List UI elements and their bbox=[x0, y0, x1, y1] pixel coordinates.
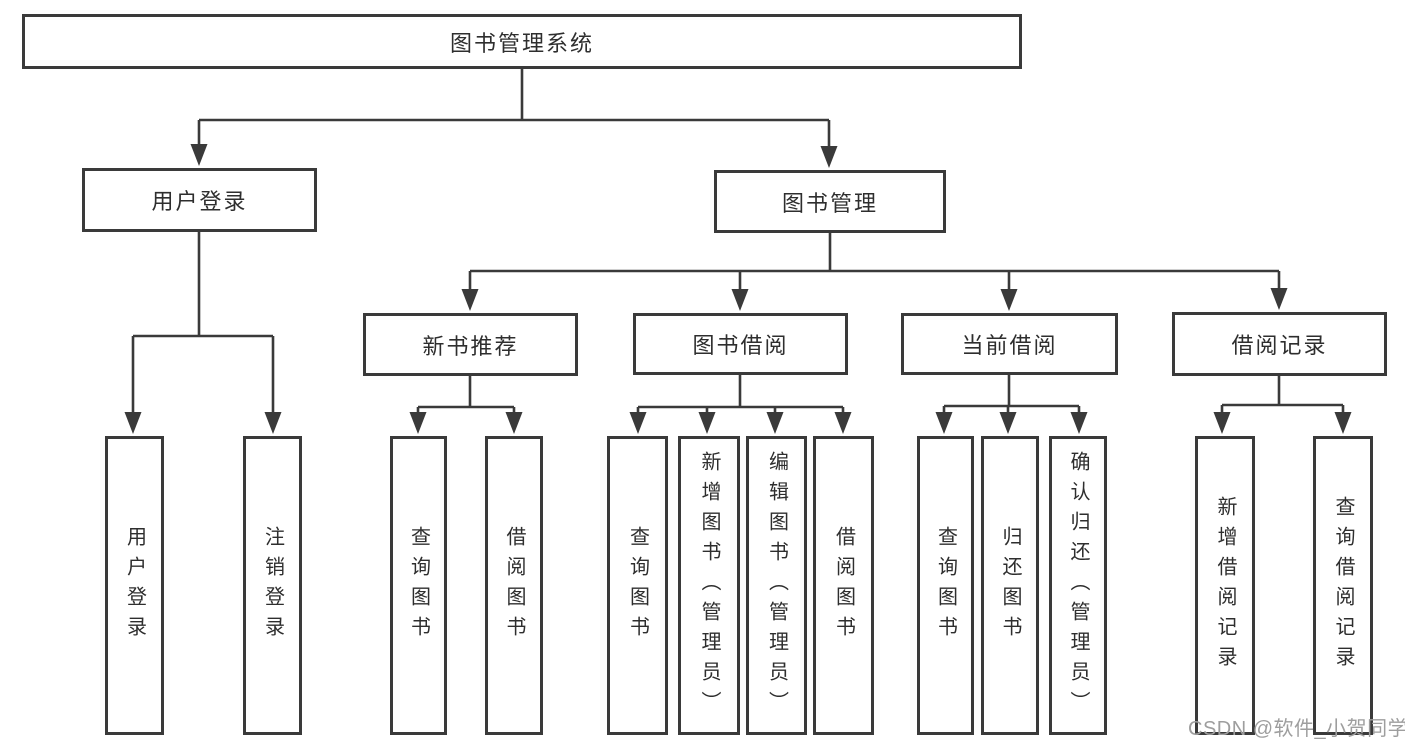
leaf-label: 查询图书 bbox=[407, 525, 430, 646]
leaf-user-login: 用户登录 bbox=[105, 436, 164, 735]
node-library-system: 图书管理系统 bbox=[22, 14, 1022, 69]
node-book-borrow: 图书借阅 bbox=[633, 313, 848, 375]
leaf-logout: 注销登录 bbox=[243, 436, 302, 735]
leaf-return-book: 归还图书 bbox=[981, 436, 1039, 735]
leaf-label: 新增借阅记录 bbox=[1214, 495, 1236, 676]
leaf-add-book-admin: 新增图书（管理员） bbox=[678, 436, 740, 735]
node-new-book-recommend: 新书推荐 bbox=[363, 313, 578, 376]
node-label: 图书管理 bbox=[781, 190, 878, 216]
leaf-label: 注销登录 bbox=[261, 525, 284, 646]
node-user-login: 用户登录 bbox=[82, 168, 317, 232]
leaf-label: 查询图书 bbox=[626, 525, 649, 646]
leaf-query-borrow-record: 查询借阅记录 bbox=[1313, 436, 1373, 735]
leaf-label: 借阅图书 bbox=[832, 525, 855, 646]
csdn-watermark: CSDN @软件_小贺同学 bbox=[1188, 718, 1405, 740]
node-book-management: 图书管理 bbox=[714, 170, 946, 233]
leaf-label: 借阅图书 bbox=[503, 525, 525, 646]
leaf-label: 新增图书（管理员） bbox=[698, 450, 720, 721]
leaf-recommend-query-book: 查询图书 bbox=[390, 436, 447, 735]
node-borrow-record: 借阅记录 bbox=[1172, 312, 1387, 376]
node-label: 当前借阅 bbox=[961, 333, 1058, 358]
leaf-borrow-query-book: 查询图书 bbox=[607, 436, 668, 735]
node-label: 图书管理系统 bbox=[449, 30, 594, 56]
leaf-label: 查询借阅记录 bbox=[1332, 495, 1354, 676]
node-label: 新书推荐 bbox=[422, 333, 519, 359]
leaf-add-borrow-record: 新增借阅记录 bbox=[1195, 436, 1255, 735]
leaf-label: 确认归还（管理员） bbox=[1067, 450, 1089, 721]
leaf-label: 用户登录 bbox=[123, 525, 146, 646]
node-label: 用户登录 bbox=[151, 189, 248, 214]
arrowheads bbox=[124, 144, 1352, 434]
node-current-borrow: 当前借阅 bbox=[901, 313, 1118, 375]
leaf-current-query-book: 查询图书 bbox=[917, 436, 974, 735]
node-label: 图书借阅 bbox=[692, 333, 789, 358]
leaf-recommend-borrow-book: 借阅图书 bbox=[485, 436, 543, 735]
leaf-confirm-return-admin: 确认归还（管理员） bbox=[1049, 436, 1107, 735]
leaf-label: 编辑图书（管理员） bbox=[765, 450, 788, 721]
node-label: 借阅记录 bbox=[1231, 333, 1328, 358]
leaf-borrow-book: 借阅图书 bbox=[813, 436, 874, 735]
leaf-edit-book-admin: 编辑图书（管理员） bbox=[746, 436, 807, 735]
leaf-label: 归还图书 bbox=[999, 525, 1021, 646]
leaf-label: 查询图书 bbox=[934, 525, 957, 646]
